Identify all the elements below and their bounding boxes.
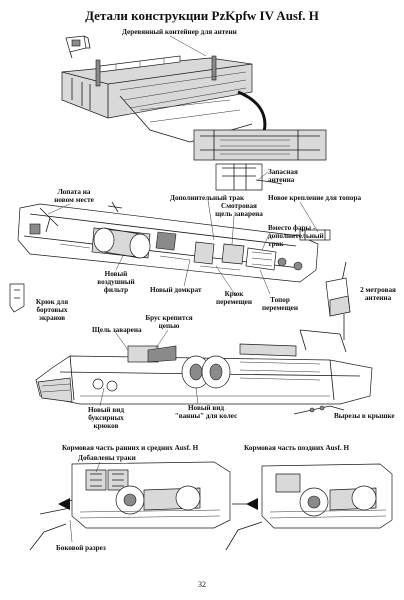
- label-wheel-bath-1: Новый вид: [187, 404, 225, 412]
- stern-late-drawing: [225, 463, 393, 551]
- label-hook-moved-1: Крюк: [224, 290, 244, 298]
- label-stern-early: Кормовая часть ранних и средних Ausf. H: [62, 444, 199, 452]
- label-tow-hooks-1: Новый вид: [87, 406, 125, 414]
- page-title: Детали конструкции PzKpfw IV Ausf. H: [85, 8, 319, 23]
- label-shovel-1: Лопата на: [57, 188, 91, 196]
- label-wheel-bath-2: "ванны" для колес: [174, 412, 238, 420]
- upper-hull-drawing: [17, 201, 331, 283]
- hook-screens-drawing: [9, 283, 25, 313]
- label-axe-moved-2: перемещен: [261, 304, 298, 312]
- cover-cuts-drawing: [293, 405, 345, 415]
- label-spare-antenna-1: Запасная: [268, 168, 298, 176]
- antenna-container-drawing: [61, 35, 267, 150]
- label-side-cut: Боковой разрез: [56, 544, 106, 552]
- spare-antenna-drawing: [193, 129, 327, 191]
- label-hook-moved-2: перемещен: [215, 298, 252, 306]
- leader-lines: [47, 35, 319, 543]
- label-hook-screens-2: бортовых: [36, 306, 68, 314]
- label-antenna-2m-2: антенна: [364, 294, 392, 302]
- label-tracks-added: Добавлены траки: [78, 454, 136, 462]
- label-headlight-1: Вместо фары -: [268, 224, 316, 232]
- label-axe-moved-1: Топор: [270, 296, 290, 304]
- label-beam-chain-1: Брус крепится: [145, 314, 193, 322]
- label-inspection-2: щель заварена: [215, 210, 263, 218]
- label-spare-antenna-2: антенна: [268, 176, 295, 184]
- label-beam-chain-2: цепью: [158, 322, 180, 330]
- chassis-drawing: [35, 329, 373, 405]
- label-headlight-3: трак: [268, 240, 284, 248]
- label-cover-cuts: Вырезы в крышке: [334, 412, 395, 420]
- label-stern-late: Кормовая часть поздних Ausf. H: [244, 444, 350, 452]
- label-tow-hooks-2: буксирных: [88, 414, 124, 422]
- label-inspection-1: Смотровая: [221, 202, 257, 210]
- label-new-jack: Новый домкрат: [150, 286, 202, 294]
- label-antenna-container: Деревянный контейнер для антенн: [122, 28, 237, 36]
- stern-early-drawing: [29, 461, 231, 551]
- label-shovel-2: новом месте: [54, 196, 94, 204]
- label-antenna-2m-1: 2 метровая: [360, 286, 396, 294]
- page-number: 32: [198, 580, 206, 589]
- label-hook-screens-1: Крюк для: [35, 298, 69, 306]
- antenna-2m-drawing: [325, 261, 351, 340]
- label-tow-hooks-3: крюков: [93, 422, 119, 430]
- label-new-air-1: Новый: [104, 270, 128, 278]
- label-headlight-2: дополнительный: [268, 232, 324, 240]
- label-hook-screens-3: экранов: [38, 314, 66, 322]
- label-new-air-2: воздушный: [97, 278, 135, 286]
- label-slot-welded: Щель заварена: [92, 326, 142, 334]
- label-axe-mount: Новое крепление для топора: [268, 194, 362, 202]
- label-new-air-3: фильтр: [103, 286, 129, 294]
- label-extra-track: Дополнительный трак: [170, 194, 245, 202]
